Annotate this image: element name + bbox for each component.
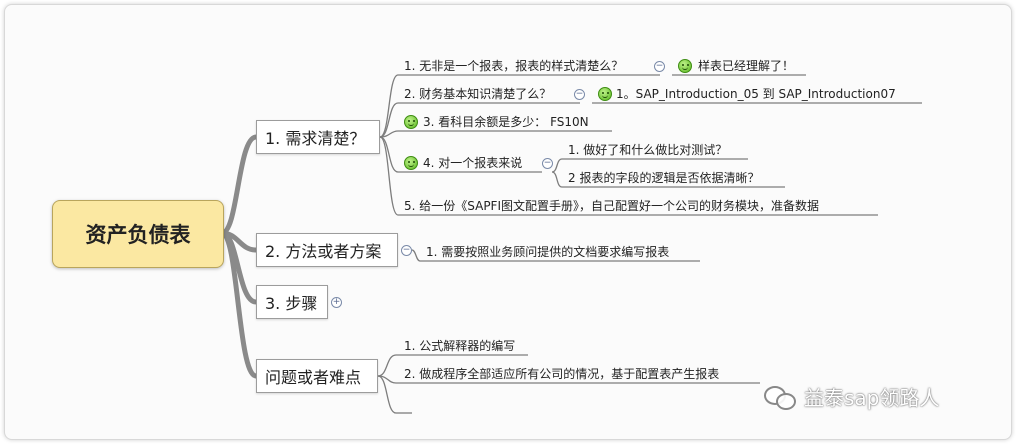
leaf-all-companies[interactable]: 2. 做成程序全部适应所有公司的情况，基于配置表产生报表 [404, 367, 720, 381]
connector-b1-c2 [379, 102, 399, 138]
connector-b1-c4-s2 [551, 171, 563, 188]
note-sample-understood[interactable]: 样表已经理解了！ [698, 59, 795, 73]
leaf-formula-interpreter[interactable]: 1. 公式解释器的编写 [404, 339, 516, 353]
collapse-toggle-icon[interactable]: − [401, 245, 412, 256]
root-node[interactable]: 资产负债表 [52, 200, 224, 268]
connector-b1-c4-s1 [551, 158, 563, 173]
branch-steps[interactable]: 3. 步骤 [256, 285, 328, 319]
note-sap-introduction[interactable]: 1。SAP_Introduction_05 到 SAP_Introduction… [616, 87, 896, 101]
smiley-icon [404, 156, 418, 170]
leaf-finance-knowledge[interactable]: 2. 财务基本知识清楚了么？ [404, 87, 552, 101]
collapse-toggle-icon[interactable]: − [654, 61, 665, 72]
connector-b4-c3 [377, 375, 397, 414]
branch-method[interactable]: 2. 方法或者方案 [256, 233, 398, 267]
branch-issues[interactable]: 问题或者难点 [256, 359, 378, 393]
leaf-account-balance[interactable]: 3. 看科目余额是多少： FS10N [423, 115, 589, 129]
connector-b2-c1 [411, 249, 421, 262]
leaf-for-a-report[interactable]: 4. 对一个报表来说 [423, 156, 523, 170]
collapse-toggle-icon[interactable]: − [574, 89, 585, 100]
leaf-config-manual[interactable]: 5. 给一份《SAPFI图文配置手册》，自己配置好一个公司的财务模块，准备数据 [404, 199, 819, 213]
connector-b1-c5 [379, 136, 399, 216]
leaf-write-report[interactable]: 1. 需要按照业务顾问提供的文档要求编写报表 [426, 245, 670, 259]
watermark: 益泰sap领路人 [764, 382, 939, 411]
connector-b4-c1 [377, 354, 397, 377]
leaf-field-logic[interactable]: 2 报表的字段的逻辑是否依据清晰？ [568, 171, 760, 185]
leaf-comparison-test[interactable]: 1. 做好了和什么做比对测试？ [568, 143, 728, 157]
wechat-icon [764, 384, 798, 410]
smiley-icon [678, 59, 692, 73]
smiley-icon [404, 115, 418, 129]
connector-b1-c3 [379, 130, 399, 138]
collapse-toggle-icon[interactable]: − [542, 158, 553, 169]
connector-root-branch1 [219, 134, 259, 236]
connector-b1-c4 [379, 136, 399, 173]
branch-requirements[interactable]: 1. 需求清楚？ [256, 120, 380, 154]
expand-toggle-icon[interactable]: + [331, 297, 342, 308]
smiley-icon [598, 87, 612, 101]
watermark-text: 益泰sap领路人 [804, 386, 940, 410]
connector-b1-c1 [379, 74, 399, 138]
connector-root-branch4 [219, 230, 259, 379]
leaf-report-format[interactable]: 1. 无非是一个报表，报表的样式清楚么？ [404, 59, 624, 73]
